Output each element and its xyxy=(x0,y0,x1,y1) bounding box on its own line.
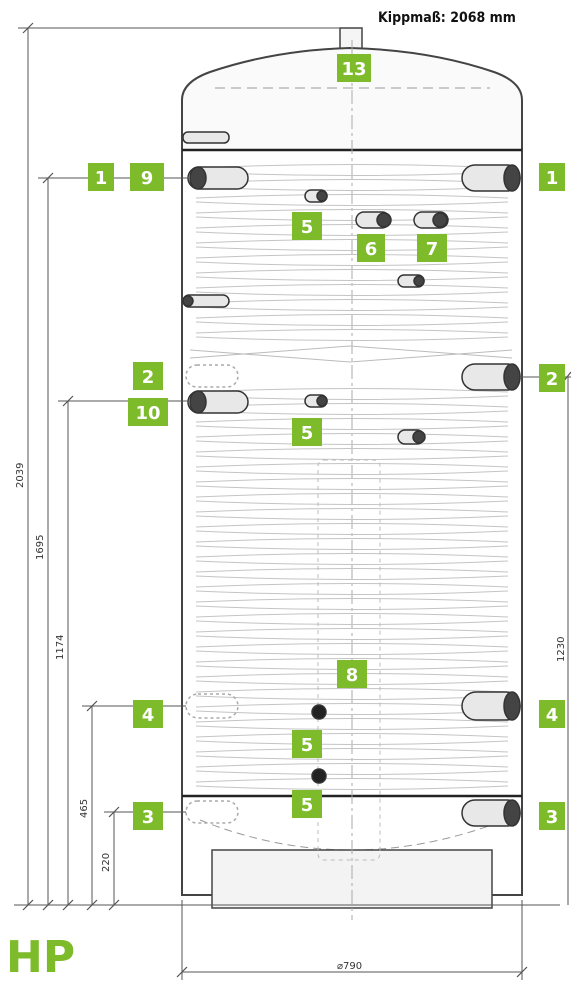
badge-8: 8 xyxy=(337,660,367,688)
coil-line xyxy=(195,583,509,595)
svg-text:10: 10 xyxy=(135,403,160,424)
badge-2-right: 2 xyxy=(539,364,565,392)
coil-line xyxy=(195,269,509,281)
dimension-lines xyxy=(14,27,571,980)
coil-line xyxy=(195,254,509,266)
model-label: HP xyxy=(6,932,75,983)
badge-3-left: 3 xyxy=(133,802,163,830)
coil-line xyxy=(195,194,509,206)
badge-6: 6 xyxy=(357,234,385,262)
badge-10: 10 xyxy=(128,398,168,426)
coil-line xyxy=(195,209,509,221)
svg-text:13: 13 xyxy=(341,59,366,80)
badge-1-left: 1 xyxy=(88,163,114,191)
coil-line xyxy=(195,778,509,790)
coil-line xyxy=(195,643,509,655)
svg-text:4: 4 xyxy=(546,705,559,726)
svg-text:5: 5 xyxy=(301,217,314,238)
coil-line xyxy=(195,224,509,236)
badges: 13 1 9 1 5 6 7 2 2 10 5 8 4 4 5 5 3 3 xyxy=(88,54,565,830)
dim-2039-label: 2039 xyxy=(15,463,26,488)
dim-1695-label: 1695 xyxy=(35,535,46,560)
svg-text:2: 2 xyxy=(546,369,559,390)
badge-13: 13 xyxy=(337,54,371,82)
badge-4-left: 4 xyxy=(133,700,163,728)
svg-text:1: 1 xyxy=(546,168,559,189)
coil-line xyxy=(195,538,509,550)
badge-5-top: 5 xyxy=(292,212,322,240)
coil-line xyxy=(195,568,509,580)
coil-line xyxy=(195,628,509,640)
dim-1174-label: 1174 xyxy=(55,635,66,660)
svg-text:3: 3 xyxy=(142,807,155,828)
coil-line xyxy=(195,314,509,326)
coil-line xyxy=(195,493,509,505)
coil-line xyxy=(195,553,509,565)
svg-text:2: 2 xyxy=(142,367,155,388)
svg-text:5: 5 xyxy=(301,423,314,444)
coil-line xyxy=(195,299,509,311)
badge-1-right: 1 xyxy=(539,163,565,191)
dim-465-label: 465 xyxy=(79,799,90,818)
coil-line xyxy=(195,748,509,760)
coil-line xyxy=(195,329,509,341)
coil-line xyxy=(195,463,509,475)
badge-4-right: 4 xyxy=(539,700,565,728)
svg-text:4: 4 xyxy=(142,705,155,726)
dim-220-label: 220 xyxy=(101,853,112,872)
coil-line xyxy=(195,239,509,251)
coil-line xyxy=(195,718,509,730)
badge-5-bottom: 5 xyxy=(292,790,322,818)
badge-3-right: 3 xyxy=(539,802,565,830)
svg-text:3: 3 xyxy=(546,807,559,828)
coil-line xyxy=(195,508,509,520)
badge-2-left: 2 xyxy=(133,362,163,390)
badge-9: 9 xyxy=(130,163,164,191)
badge-5-low: 5 xyxy=(292,730,322,758)
heat-exchanger-coil xyxy=(317,459,381,861)
svg-text:8: 8 xyxy=(346,665,359,686)
coil-line xyxy=(195,523,509,535)
coil-line xyxy=(195,763,509,775)
coil-line xyxy=(195,478,509,490)
coil-line xyxy=(195,733,509,745)
tank-body xyxy=(181,27,523,920)
svg-text:5: 5 xyxy=(301,795,314,816)
tilt-dimension-title: Kippmaß: 2068 mm xyxy=(378,10,516,26)
badge-7: 7 xyxy=(417,234,447,262)
svg-text:6: 6 xyxy=(365,239,378,260)
coil-line xyxy=(195,418,509,430)
svg-text:7: 7 xyxy=(426,239,439,260)
svg-text:5: 5 xyxy=(301,735,314,756)
pipe-connections xyxy=(182,131,521,827)
coil-line xyxy=(195,613,509,625)
svg-text:1: 1 xyxy=(95,168,108,189)
coil-line xyxy=(195,598,509,610)
dim-diameter-label: ⌀790 xyxy=(337,961,362,972)
badge-5-mid: 5 xyxy=(292,418,322,446)
coil-line xyxy=(195,433,509,445)
dim-1230-label: 1230 xyxy=(556,637,567,662)
coil-line xyxy=(195,284,509,296)
svg-text:9: 9 xyxy=(141,168,154,189)
